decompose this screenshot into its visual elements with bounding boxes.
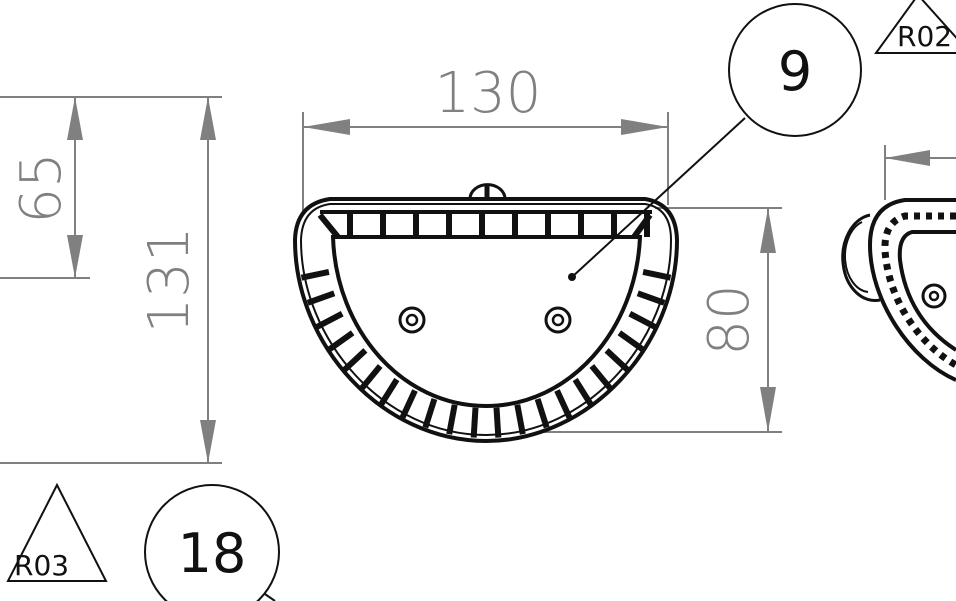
part-rib	[604, 348, 630, 373]
part-rib	[378, 377, 400, 406]
part-rib	[422, 398, 438, 429]
part-rib	[589, 364, 613, 391]
mounting-hole-left	[398, 306, 426, 334]
part-ribs	[300, 212, 672, 438]
part-side-view-partial	[841, 145, 956, 382]
balloon-18-label: 18	[178, 522, 247, 585]
revision-r02-label: R02	[897, 20, 952, 53]
mounting-hole-right	[544, 306, 572, 334]
revision-r03-label: R03	[14, 549, 69, 582]
dimension-130: 130	[302, 61, 669, 212]
part-rib	[534, 398, 550, 429]
part-rib	[493, 407, 502, 438]
dimension-65-label: 65	[9, 152, 74, 223]
part-rib	[327, 330, 355, 352]
revision-triangle-r03: R03	[6, 482, 108, 582]
dimension-80-label: 80	[697, 284, 762, 355]
balloon-18: 18	[144, 484, 280, 601]
dimension-131-label: 131	[137, 227, 202, 334]
balloon-9: 9	[568, 3, 862, 281]
part-rib	[359, 364, 383, 391]
part-front-view	[292, 183, 680, 444]
part-rib	[514, 404, 526, 435]
dimension-130-label: 130	[435, 61, 542, 126]
dimension-80: 80	[540, 207, 782, 433]
part-inner-cavity	[330, 235, 643, 409]
part-rib	[636, 290, 666, 306]
part-rib	[399, 389, 418, 419]
part-rib	[470, 407, 479, 438]
part-rib	[631, 213, 653, 239]
part-rib	[315, 311, 344, 330]
part-rib	[446, 404, 458, 435]
part-knob	[468, 183, 507, 200]
part-outline	[292, 197, 680, 444]
part-rib	[617, 330, 645, 352]
part-rib	[628, 311, 657, 330]
balloon-9-label: 9	[778, 40, 812, 103]
part-rib	[306, 290, 336, 306]
part-rib	[572, 377, 594, 406]
part-rib	[642, 269, 672, 281]
part-rib	[554, 389, 573, 419]
dimension-65: 65	[0, 96, 222, 279]
part-rib	[317, 213, 341, 239]
part-rib	[342, 348, 368, 373]
dimension-131: 131	[0, 97, 222, 464]
revision-triangle-r02: R02	[874, 0, 956, 54]
part-rib	[300, 269, 330, 281]
